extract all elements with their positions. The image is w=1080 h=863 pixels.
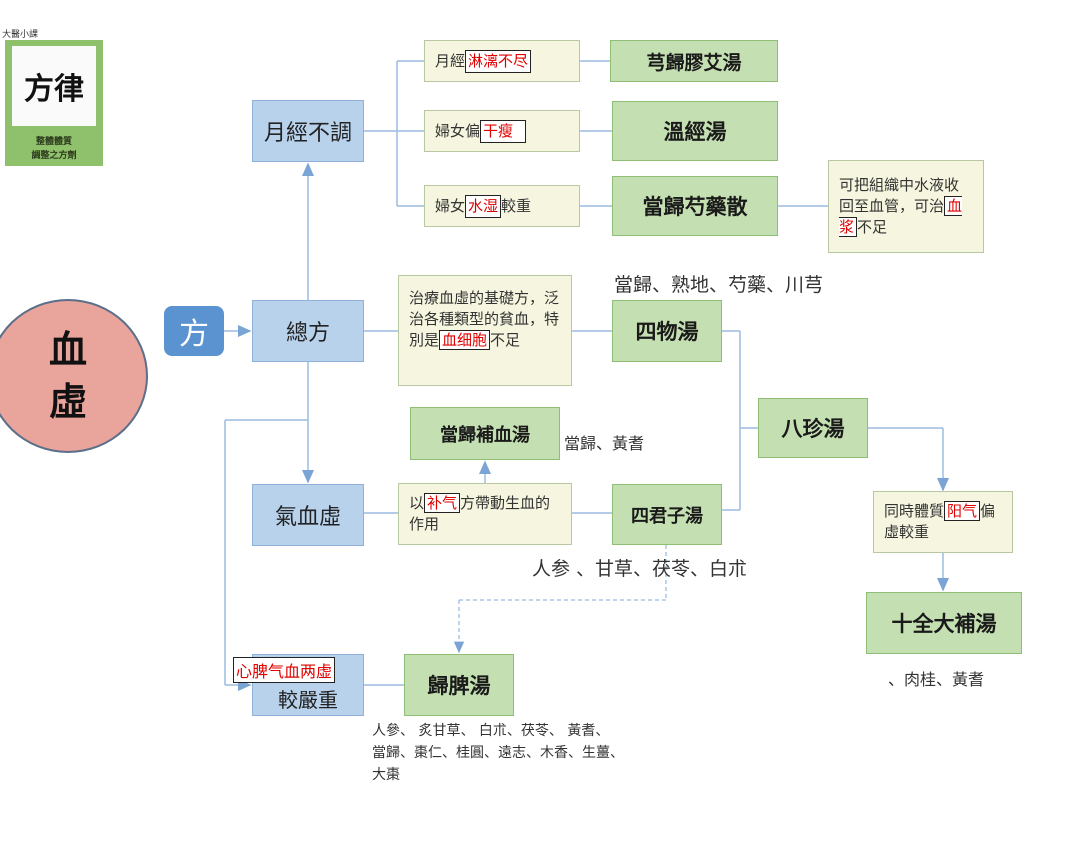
note-plasma: 可把組織中水液收回至血管，可治血浆不足 (828, 160, 984, 253)
formula-dang-gui-shao-yao: 當歸芍藥散 (612, 176, 778, 236)
node-general-formula: 總方 (252, 300, 364, 362)
note-base-formula: 治療血虛的基礎方，泛治各種類型的貧血，特別是血细胞不足 (398, 275, 572, 386)
formula-xiong-gui-jiao-ai: 芎歸膠艾湯 (610, 40, 778, 82)
node-menstrual-irregular: 月經不調 (252, 100, 364, 162)
logo-calligraphy: 方律 (12, 46, 96, 126)
highlight-thin: 干瘦 (480, 119, 527, 143)
node-heart-spleen-suffix: 較嚴重 (278, 687, 338, 712)
node-heart-spleen-deficiency: 心脾气血两虚 較嚴重 (233, 654, 364, 716)
ingredients-gui-pi-line1: 人參、 炙甘草、 白朮、茯苓、 黃耆、 (372, 723, 610, 739)
ingredients-si-jun-zi: 人参 、甘草、茯苓、白朮 (532, 558, 748, 580)
note-text: 治療血虛的基礎方，泛治各種類型的貧血，特別是 (409, 289, 560, 349)
ingredients-dang-gui-bu-xue: 當歸、黃耆 (564, 434, 645, 453)
circle-char-2: 虛 (48, 379, 87, 424)
cond-text: 月經 (435, 51, 466, 70)
ingredients-si-wu: 當歸、熟地、芍藥、川芎 (614, 274, 824, 296)
note-suffix: 不足 (490, 331, 521, 349)
logo-caption-line2: 調整之方劑 (31, 151, 77, 161)
note-suffix: 方帶動生血的作用 (409, 494, 551, 533)
note-text: 以 (409, 494, 425, 512)
cond-text-suffix: 較重 (501, 196, 532, 215)
node-qi-blood-deficiency: 氣血虛 (252, 484, 364, 546)
note-yang-qi: 同時體質阳气偏虛較重 (873, 491, 1013, 553)
cond-text: 婦女 (435, 196, 466, 215)
formula-shi-quan-da-bu: 十全大補湯 (866, 592, 1022, 654)
cond-dampness: 婦女水湿較重 (424, 185, 580, 227)
logo-caption-line1: 整體體質 (35, 137, 72, 147)
note-suffix: 偏虛較重 (884, 502, 996, 541)
fang-label: 方 (164, 306, 224, 356)
formula-si-jun-zi: 四君子湯 (612, 484, 722, 545)
highlight-blood-cells: 血细胞 (439, 330, 491, 350)
cond-text: 婦女偏 (435, 121, 481, 140)
brand-label: 大醫小課 (2, 30, 39, 40)
highlight-tonify-qi: 补气 (424, 493, 461, 513)
formula-ba-zhen: 八珍湯 (758, 398, 868, 458)
cond-thin-women: 婦女偏干瘦 (424, 110, 580, 152)
highlight-prolonged: 淋漓不尽 (465, 49, 532, 73)
note-text: 同時體質 (884, 502, 945, 520)
highlight-yang-qi: 阳气 (944, 501, 981, 521)
ingredients-gui-pi-line3: 大棗 (372, 767, 400, 783)
note-suffix: 不足 (857, 218, 888, 236)
note-tonify-qi: 以补气方帶動生血的作用 (398, 483, 572, 545)
highlight-dampness: 水湿 (465, 194, 502, 218)
blood-deficiency-circle: 血 虛 (0, 299, 148, 453)
formula-gui-pi: 歸脾湯 (404, 654, 514, 716)
ingredients-gui-pi-line2: 當歸、棗仁、桂圓、遠志、木香、生薑、 (372, 745, 624, 761)
note-text: 可把組織中水液收回至血管，可治 (839, 176, 960, 215)
highlight-heart-spleen: 心脾气血两虚 (233, 657, 336, 683)
cond-prolonged-menses: 月經淋漓不尽 (424, 40, 580, 82)
circle-char-1: 血 (48, 327, 87, 372)
formula-si-wu: 四物湯 (612, 300, 722, 362)
ingredients-shi-quan: 、肉桂、黃耆 (888, 670, 985, 689)
formula-wen-jing: 溫經湯 (612, 101, 778, 161)
logo: 方律 整體體質 調整之方劑 (5, 40, 103, 166)
formula-dang-gui-bu-xue: 當歸補血湯 (410, 407, 560, 460)
